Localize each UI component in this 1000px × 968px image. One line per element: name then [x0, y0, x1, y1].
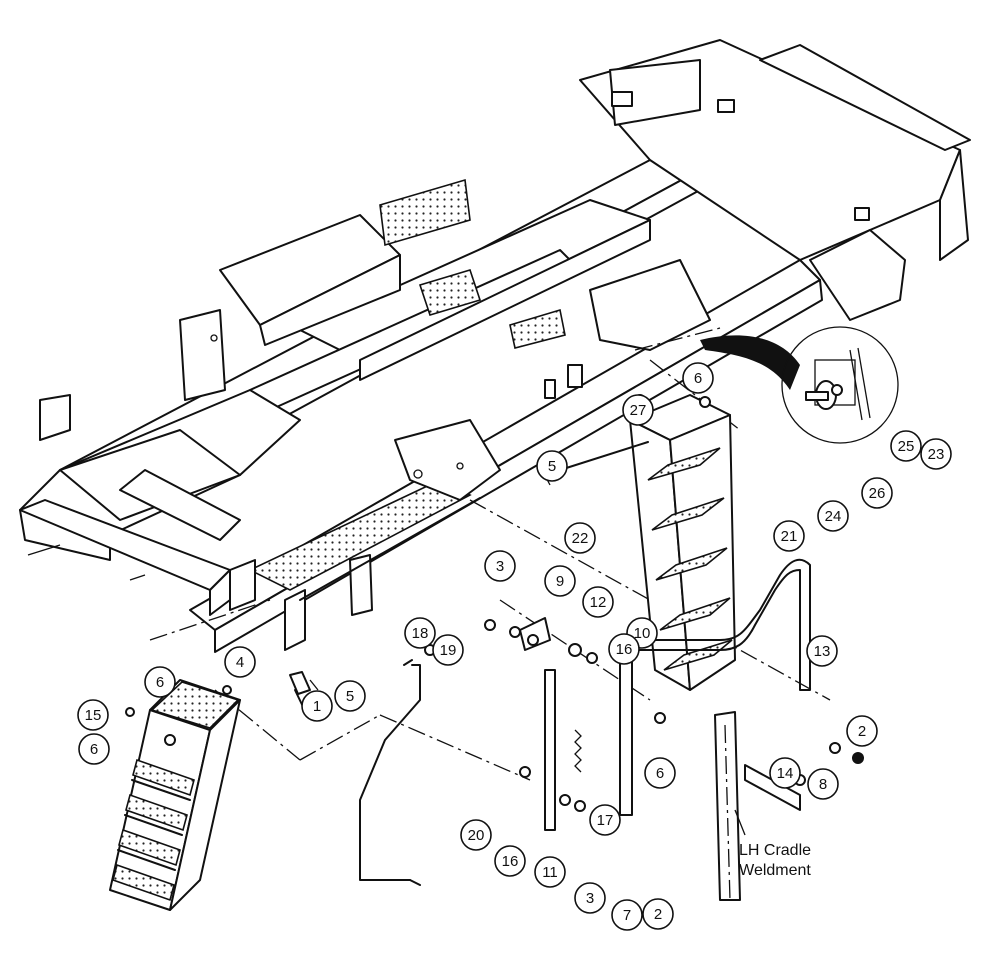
callout-number: 18 [412, 625, 429, 642]
callout-6: 6 [682, 362, 714, 394]
callout-number: 6 [694, 370, 702, 387]
callout-number: 7 [623, 907, 631, 924]
callout-number: 20 [468, 827, 485, 844]
lh-cradle-label-line2: Weldment [739, 862, 811, 879]
callout-6: 6 [644, 757, 676, 789]
callout-11: 11 [534, 856, 566, 888]
callout-number: 6 [156, 674, 164, 691]
callout-number: 10 [634, 625, 651, 642]
callout-balloons: 1223345566667891011121314151616171819202… [77, 362, 952, 931]
callout-number: 6 [90, 741, 98, 758]
callout-number: 5 [548, 458, 556, 475]
callout-number: 5 [346, 688, 354, 705]
callout-number: 14 [777, 765, 794, 782]
callout-2: 2 [642, 898, 674, 930]
lh-cradle-label-line1: LH Cradle [739, 842, 811, 859]
callout-number: 1 [313, 698, 321, 715]
callout-number: 15 [85, 707, 102, 724]
callout-number: 11 [542, 864, 558, 881]
callout-5: 5 [536, 450, 568, 482]
callout-number: 25 [898, 438, 915, 455]
callout-5: 5 [334, 680, 366, 712]
callout-number: 22 [572, 530, 589, 547]
callout-9: 9 [544, 565, 576, 597]
callout-16: 16 [608, 633, 640, 665]
callout-number: 16 [502, 853, 519, 870]
callout-number: 4 [236, 654, 244, 671]
callout-14: 14 [769, 757, 801, 789]
callout-number: 9 [556, 573, 564, 590]
callout-number: 2 [654, 906, 662, 923]
callout-12: 12 [582, 586, 614, 618]
callout-number: 27 [630, 402, 647, 419]
callout-number: 8 [819, 776, 827, 793]
callout-3: 3 [484, 550, 516, 582]
callout-4: 4 [224, 646, 256, 678]
callout-3: 3 [574, 882, 606, 914]
callout-6: 6 [144, 666, 176, 698]
callout-number: 6 [656, 765, 664, 782]
callout-19: 19 [432, 634, 464, 666]
callout-26: 26 [861, 477, 893, 509]
main-frame [19, 39, 971, 653]
callout-number: 12 [590, 594, 607, 611]
callout-number: 24 [825, 508, 842, 525]
ladder-front [109, 679, 241, 911]
callout-25: 25 [890, 430, 922, 462]
callout-21: 21 [773, 520, 805, 552]
callout-2: 2 [846, 715, 878, 747]
callout-number: 23 [928, 446, 945, 463]
ladder-rear [629, 394, 736, 691]
callout-number: 19 [440, 642, 457, 659]
callout-17: 17 [589, 804, 621, 836]
callout-1: 1 [301, 690, 333, 722]
callout-20: 20 [460, 819, 492, 851]
callout-number: 17 [597, 812, 614, 829]
callout-number: 3 [586, 890, 594, 907]
callout-23: 23 [920, 438, 952, 470]
callout-number: 2 [858, 723, 866, 740]
pivot-detail [700, 326, 899, 444]
callout-27: 27 [622, 394, 654, 426]
callout-16: 16 [494, 845, 526, 877]
callout-number: 26 [869, 485, 886, 502]
callout-number: 3 [496, 558, 504, 575]
callout-15: 15 [77, 699, 109, 731]
callout-13: 13 [806, 635, 838, 667]
callout-number: 13 [814, 643, 831, 660]
callout-number: 16 [616, 641, 633, 658]
callout-24: 24 [817, 500, 849, 532]
callout-6: 6 [78, 733, 110, 765]
callout-7: 7 [611, 899, 643, 931]
callout-number: 21 [781, 528, 798, 545]
callout-8: 8 [807, 768, 839, 800]
callout-18: 18 [404, 617, 436, 649]
callout-22: 22 [564, 522, 596, 554]
